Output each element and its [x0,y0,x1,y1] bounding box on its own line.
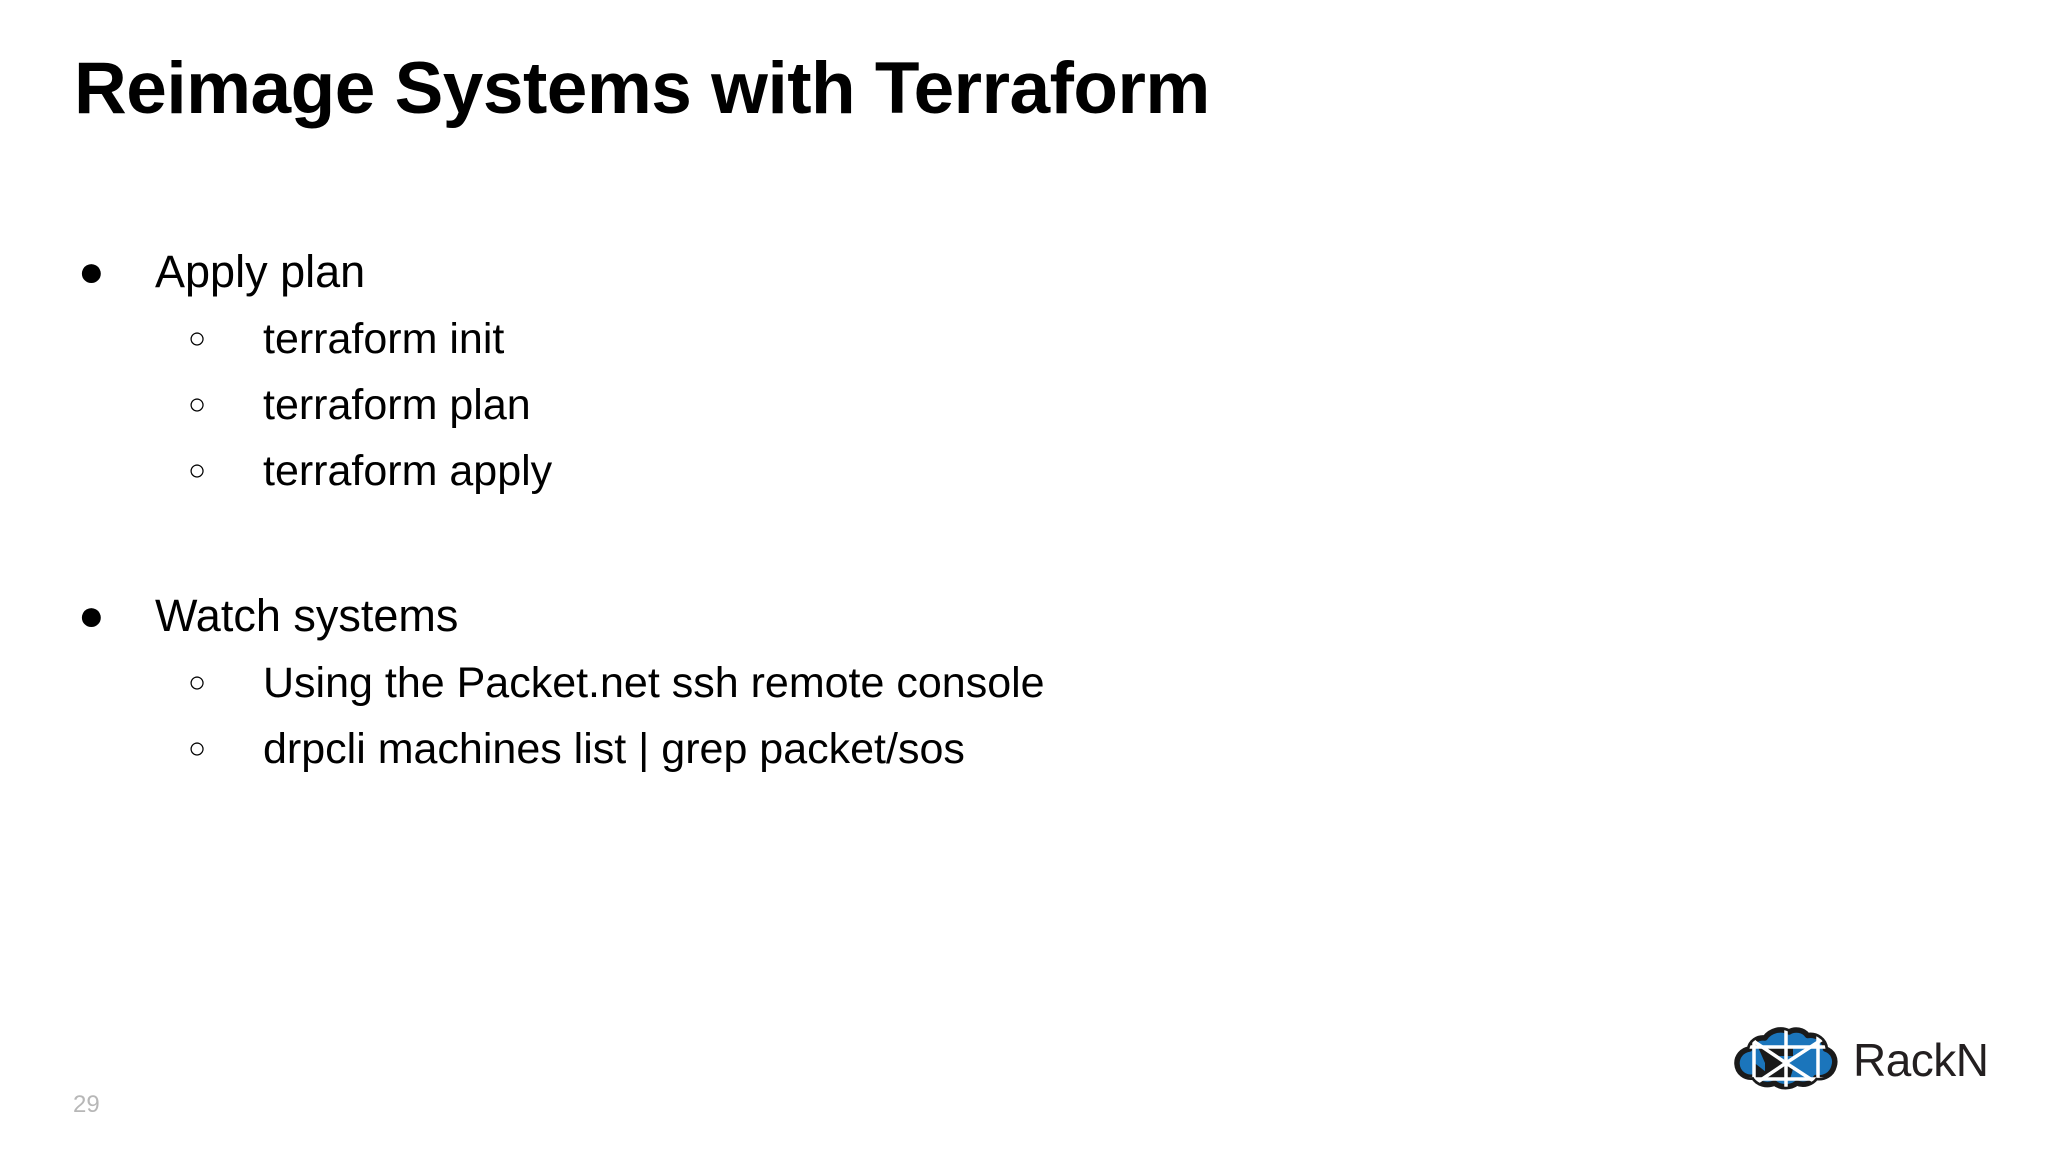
bullet-item: ● Watch systems [0,590,1900,642]
bullet-text: Watch systems [155,590,459,641]
bullet-text: Using the Packet.net ssh remote console [263,659,1045,707]
hollow-bullet-icon: ○ [188,388,207,421]
hollow-bullet-icon: ○ [188,454,207,487]
bullet-item: ○ Using the Packet.net ssh remote console [0,658,1900,708]
bullet-item: ○ drpcli machines list | grep packet/sos [0,724,1900,774]
slide-title: Reimage Systems with Terraform [74,48,1210,129]
bullet-list: ● Apply plan ○ terraform init ○ terraform pla… [0,246,1900,790]
bullet-item: ○ terraform plan [0,380,1900,430]
rackn-logo: RackN [1734,1024,2028,1102]
rackn-wordmark: RackN [1853,1037,1989,1086]
rackn-wordmark-text: RackN [1853,1037,1989,1086]
bullet-text: terraform apply [263,447,553,495]
hollow-bullet-icon: ○ [188,666,207,699]
page-number: 29 [73,1091,100,1118]
bullet-text: Apply plan [155,246,366,297]
filled-bullet-icon: ● [78,591,105,640]
rackn-cloud-icon [1734,1027,1838,1090]
bullet-text: terraform init [263,315,505,363]
hollow-bullet-icon: ○ [188,732,207,765]
bullet-text: terraform plan [263,381,531,429]
bullet-item: ○ terraform init [0,314,1900,364]
bullet-item: ○ terraform apply [0,446,1900,496]
bullet-spacer [0,512,1900,590]
filled-bullet-icon: ● [78,247,105,296]
hollow-bullet-icon: ○ [188,322,207,355]
bullet-item: ● Apply plan [0,246,1900,298]
bullet-text: drpcli machines list | grep packet/sos [263,725,965,773]
